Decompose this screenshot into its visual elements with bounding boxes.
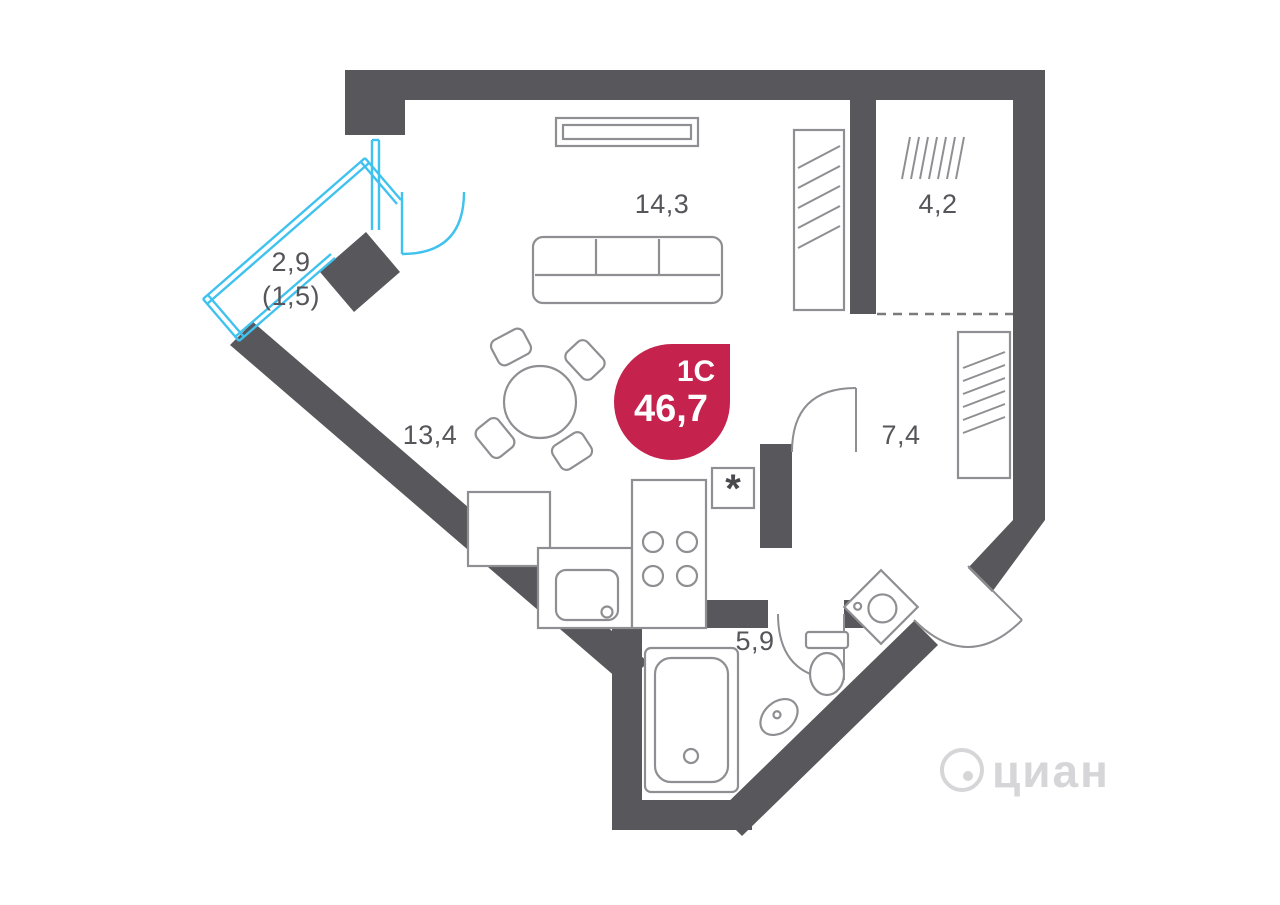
wardrobe-hatch: [797, 165, 841, 189]
wardrobe-hatch: [962, 390, 1006, 408]
vent-line: [928, 136, 938, 180]
balcony-window-inner-line: [238, 257, 336, 342]
storage-vent-hatch: [901, 136, 965, 180]
wall-right: [1013, 100, 1045, 520]
vent-line: [937, 136, 947, 180]
wardrobe-body: [792, 128, 846, 312]
room-label-balcony-reduced: (1,5): [262, 281, 320, 311]
wardrobe-hatch: [797, 205, 841, 229]
window-frame-inner: [561, 123, 693, 141]
wall-living-storage-divider: [850, 100, 876, 314]
room-labels: 14,3 4,2 2,9 (1,5) 13,4 7,4 5,9: [262, 189, 957, 656]
chair: [564, 339, 606, 381]
living-window: [554, 116, 700, 148]
badge-apartment-type: 1С: [677, 355, 715, 388]
vent-line: [946, 136, 956, 180]
stove-marker-box: *: [710, 466, 756, 511]
wall-top-left-pillar: [345, 70, 405, 135]
room-label-kitchen: 13,4: [403, 420, 458, 450]
room-label-balcony: 2,9: [271, 247, 310, 277]
stove-burner: [675, 564, 699, 588]
balcony-window-end-bottom: [202, 298, 240, 342]
balcony-window-inner-line2: [234, 253, 332, 338]
washer-drum: [867, 593, 898, 624]
washing-machine: [842, 568, 920, 646]
wardrobe-hatch: [797, 225, 841, 249]
room-label-storage: 4,2: [918, 189, 957, 219]
entrance-door-arc: [913, 619, 1023, 648]
wardrobe-hatch: [797, 145, 841, 169]
vent-line: [901, 136, 911, 180]
wall-top: [345, 70, 1045, 100]
badge-total-area: 46,7: [634, 388, 708, 430]
toilet-tank: [804, 630, 850, 650]
walls: [230, 70, 1045, 836]
wardrobe-hatch: [962, 377, 1006, 395]
balcony-window-end-top: [364, 157, 402, 201]
watermark-logo-icon: [940, 748, 984, 792]
balcony-window-end-bottom2: [207, 294, 245, 338]
kitchen-counter: [466, 478, 708, 630]
bathtub-drain: [682, 747, 700, 765]
wardrobe-hatch: [797, 185, 841, 209]
wardrobe-hatch: [962, 351, 1006, 369]
room-label-hallway: 7,4: [881, 420, 920, 450]
sink-drain: [772, 710, 782, 720]
balcony-window-outer-line: [202, 157, 366, 300]
wall-entrance-corner: [968, 520, 1045, 592]
watermark-logo-dot: [963, 771, 973, 781]
room-label-living: 14,3: [635, 189, 690, 219]
sofa: [531, 235, 724, 305]
dining-set: [474, 327, 606, 471]
vent-line: [919, 136, 929, 180]
furniture: *: [466, 128, 1012, 794]
vent-line: [910, 136, 920, 180]
washer-knob: [853, 601, 863, 611]
wardrobe-hatch: [962, 364, 1006, 382]
toilet: [804, 630, 850, 697]
balcony-window-outer-line2: [206, 162, 370, 305]
counter-segment: [630, 478, 708, 630]
wall-diagonal-bottom-right: [718, 621, 938, 836]
chair: [550, 431, 594, 471]
bathtub-inner: [653, 656, 730, 784]
room-label-bathroom: 5,9: [735, 626, 774, 656]
kitchen-sink-faucet: [600, 605, 614, 619]
toilet-bowl: [808, 651, 846, 697]
watermark-text: циан: [992, 745, 1110, 797]
chair: [489, 327, 533, 367]
hall-wardrobe: [956, 330, 1012, 480]
wardrobe-hatch: [962, 416, 1006, 434]
sofa-body: [531, 235, 724, 305]
wardrobe-hatch: [962, 403, 1006, 421]
marker-box: [710, 466, 756, 510]
dining-table: [502, 364, 578, 440]
hall-door-arc: [791, 387, 857, 453]
bathtub: [643, 646, 740, 794]
stove-burner: [675, 530, 699, 554]
total-area-badge: 1С 46,7: [614, 344, 730, 460]
counter-segment: [466, 490, 552, 568]
stove-burner: [641, 564, 665, 588]
living-wardrobe: [792, 128, 846, 312]
vent-line: [955, 136, 965, 180]
stove-burner: [641, 530, 665, 554]
balcony-glazing: [202, 138, 466, 342]
chair: [474, 416, 516, 460]
wall-kitchen-hall-stub: [760, 444, 792, 548]
balcony-door-arc: [401, 191, 466, 256]
wall-balcony-column: [320, 232, 400, 312]
badge-shape: [614, 344, 730, 460]
bathroom-sink: [759, 697, 799, 737]
watermark: циан: [940, 745, 1110, 797]
stove-marker: *: [725, 467, 741, 511]
entrance-door-leaf: [967, 565, 1023, 621]
